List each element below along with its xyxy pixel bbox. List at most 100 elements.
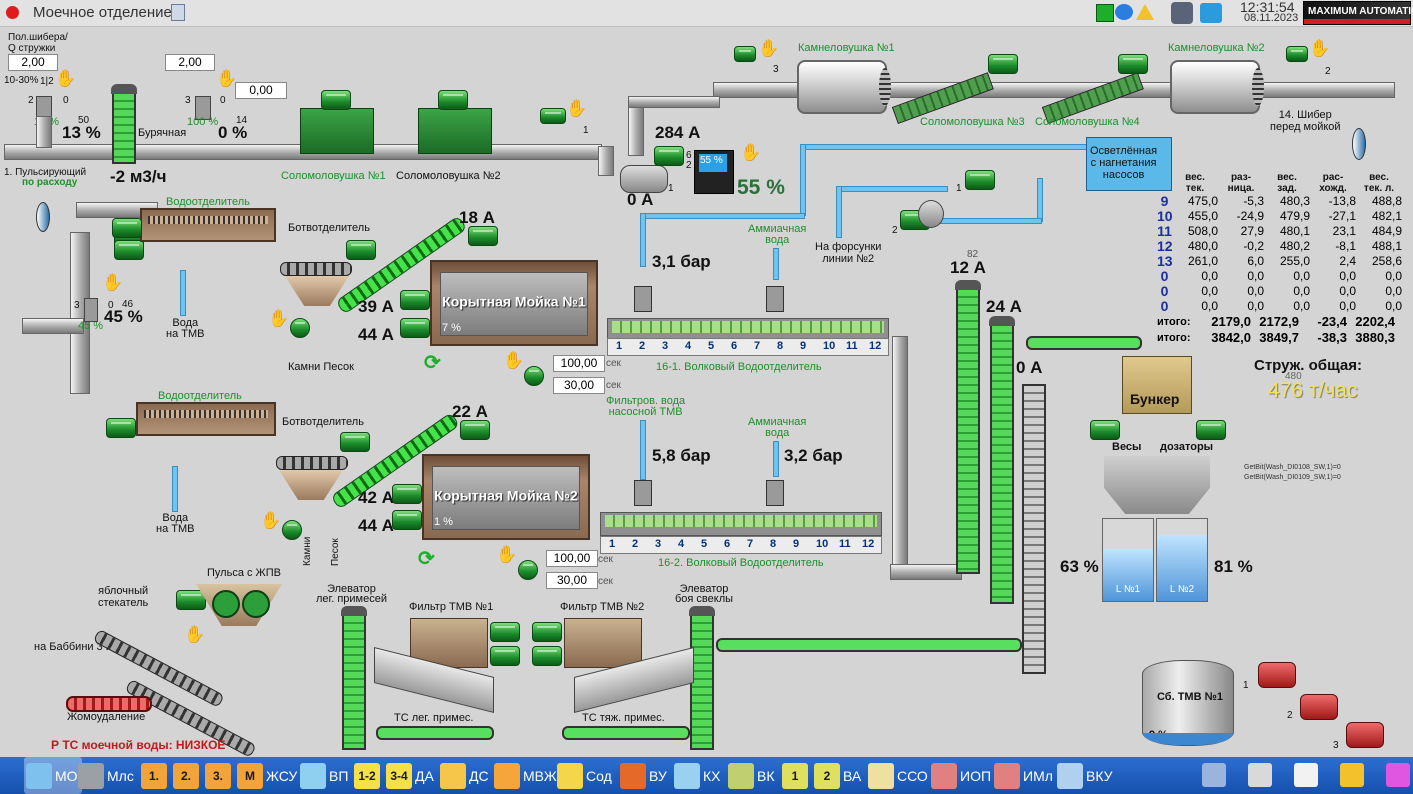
tmv-pump-2[interactable] [1300,694,1338,720]
water-separator-1-motor[interactable] [112,218,142,238]
pump-controller-panel[interactable]: 55 % [694,150,734,194]
filter-tmv-2[interactable] [564,618,642,668]
worker-icon[interactable] [1340,763,1364,787]
menu-icon[interactable] [1202,763,1226,787]
taskbar-item[interactable]: 1. [141,757,170,794]
taskbar-item[interactable]: МО [24,757,82,794]
washer-2[interactable]: Корытная Мойка №2 1 % [422,454,590,540]
alert-icon[interactable] [1136,4,1154,20]
light-impurity-conveyor[interactable] [376,726,494,740]
screw-2-motor[interactable] [460,420,490,440]
stone1-valve[interactable] [734,46,756,62]
shiber14-disc[interactable] [1352,128,1366,160]
washer-1-refresh-icon[interactable]: ⟳ [424,352,441,374]
straw4-motor[interactable] [1118,54,1148,74]
ammonia-valve-1[interactable] [766,286,784,312]
bunker[interactable]: Бункер [1122,356,1192,414]
settings-icon[interactable] [1248,763,1272,787]
clarified-pump-2-body[interactable] [918,200,944,228]
tmv-pump-1[interactable] [1258,662,1296,688]
operator-icon[interactable] [1171,2,1193,24]
valve-top-motor[interactable] [540,108,566,124]
taskbar-item[interactable]: ВК [728,757,775,794]
valve-2[interactable] [195,96,211,120]
taskbar-item[interactable]: Сод [557,757,612,794]
manual-hand-icon-10[interactable]: ✋ [268,309,290,328]
elevator-light[interactable] [341,606,367,750]
straw-catcher-1-motor[interactable] [321,90,351,110]
washer-1-motor-b[interactable] [400,318,430,338]
taskbar-item[interactable]: Млс [78,757,134,794]
hand-cursor-icon[interactable] [1386,763,1410,787]
beet-pump-column[interactable] [111,84,137,164]
pulp-removal-screw[interactable] [66,696,152,712]
separator-1[interactable] [607,318,889,342]
scale-motor-right[interactable] [1196,420,1226,440]
main-pump[interactable] [620,165,668,193]
washer-2-motor-b[interactable] [392,510,422,530]
taskbar-item[interactable]: ССО [868,757,928,794]
manual-hand-icon-6[interactable]: ✋ [1309,39,1331,58]
washer-2-drive[interactable] [518,560,538,580]
top-belt-conveyor[interactable] [1026,336,1142,350]
taskbar-item[interactable]: 1-2 [354,757,383,794]
flow-input[interactable]: 0,00 [235,82,287,99]
add-icon[interactable] [1096,4,1114,22]
manual-hand-icon-11[interactable]: ✋ [260,511,282,530]
taskbar-item[interactable]: 3. [205,757,234,794]
tops-screw-1[interactable] [280,262,352,276]
close-indicator-icon[interactable] [6,6,19,19]
manual-hand-icon-8[interactable]: ✋ [496,545,518,564]
manual-hand-icon[interactable]: ✋ [55,69,77,88]
water-separator-2-motor[interactable] [106,418,136,438]
filter-2-motor-a[interactable] [532,622,562,642]
heavy-impurity-conveyor[interactable] [562,726,690,740]
taskbar-item[interactable]: ИОП [931,757,991,794]
left-valve[interactable] [84,298,98,322]
taskbar-item[interactable]: ВУ [620,757,667,794]
taskbar-item[interactable]: МВЖ [494,757,557,794]
filter-1-motor-b[interactable] [490,646,520,666]
report-icon[interactable] [171,4,185,21]
scale-motor-left[interactable] [1090,420,1120,440]
manual-hand-icon-2[interactable]: ✋ [216,69,238,88]
straw-catcher-2-motor[interactable] [438,90,468,110]
washer-1-motor-a[interactable] [400,290,430,310]
separator-2[interactable] [600,512,882,536]
manual-hand-icon-4[interactable]: ✋ [740,143,762,162]
taskbar-item[interactable]: ВП [300,757,348,794]
straw3-motor[interactable] [988,54,1018,74]
shiber2-input[interactable]: 2,00 [165,54,215,71]
washer-1-time-a[interactable]: 100,00 [553,355,605,372]
manual-hand-icon-3[interactable]: ✋ [566,99,588,118]
tops-separator-2-motor[interactable] [340,432,370,452]
taskbar-item[interactable]: 2. [173,757,202,794]
screw-1-motor[interactable] [468,226,498,246]
taskbar-item[interactable]: ДС [440,757,489,794]
pump-switch[interactable]: 1|2 [40,76,54,87]
clarified-water-tank[interactable] [1086,137,1172,191]
main-pump-motor[interactable] [654,146,684,166]
straw-catcher-2[interactable] [418,108,492,154]
status-icons[interactable] [1096,4,1162,22]
elevator-3[interactable] [1022,384,1046,674]
stone-catcher-2[interactable] [1170,60,1264,114]
washer-1-time-b[interactable]: 30,00 [553,377,605,394]
water-separator-2[interactable] [136,402,276,436]
manual-hand-icon-9[interactable]: ✋ [102,273,124,292]
pressure-gauge-2[interactable] [634,480,652,506]
level-tank-2[interactable]: L №2 [1156,518,1208,602]
pressure-gauge-1[interactable] [634,286,652,312]
collection-tank[interactable]: Сб. ТМВ №1 9 % [1142,660,1234,746]
washer-2-refresh-icon[interactable]: ⟳ [418,548,435,570]
tmv-pump-3[interactable] [1346,722,1384,748]
washer-1-drive[interactable] [524,366,544,386]
washer-1[interactable]: Корытная Мойка №1 7 % [430,260,598,346]
tops-separator-1-motor[interactable] [346,240,376,260]
tops-screw-2[interactable] [276,456,348,470]
pulpa-drum-1[interactable] [212,590,240,618]
stone-sand-motor-2[interactable] [282,520,302,540]
elevator-2[interactable] [989,316,1015,604]
shiber-input[interactable]: 2,00 [8,54,58,71]
